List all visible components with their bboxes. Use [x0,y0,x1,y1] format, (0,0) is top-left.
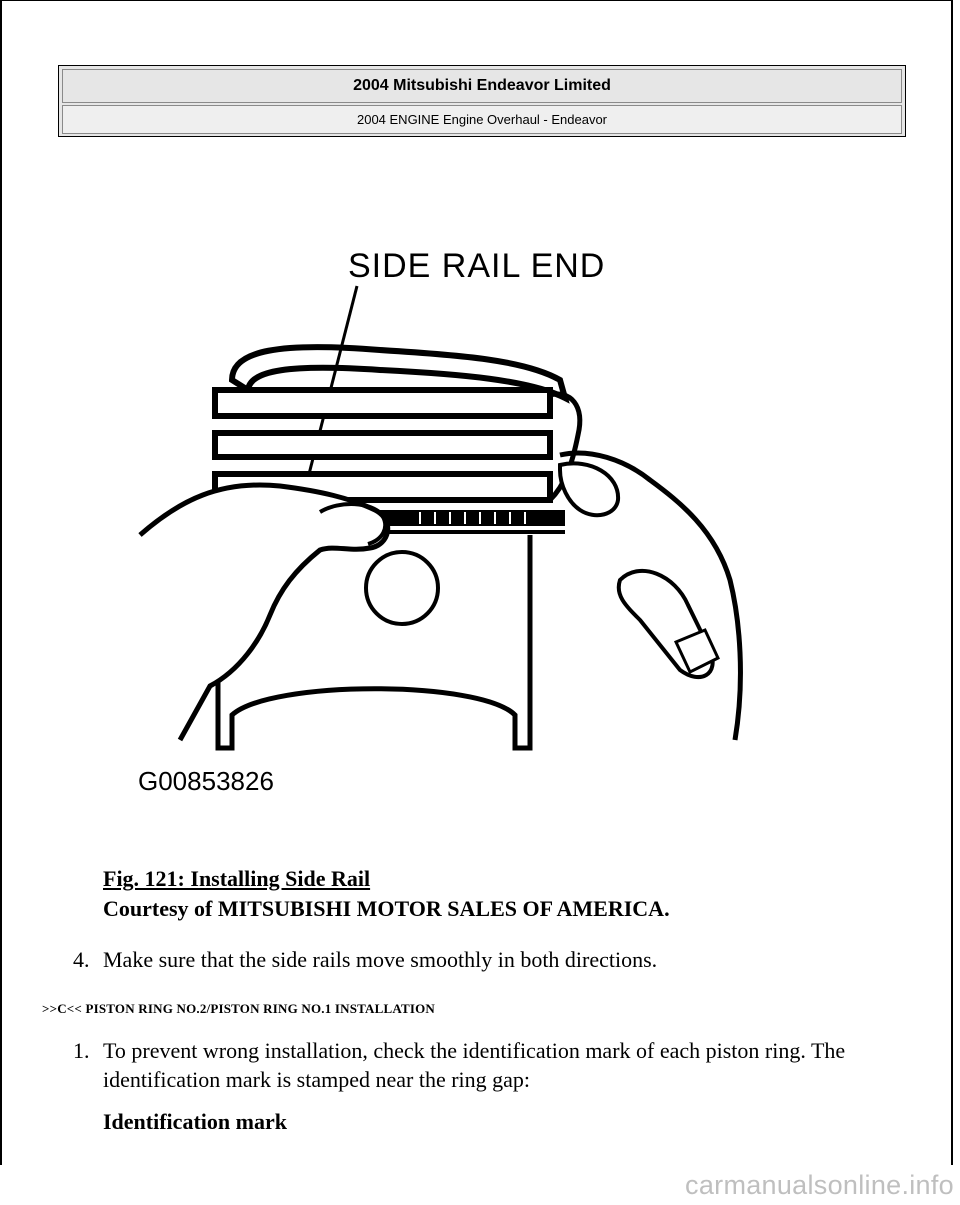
right-hand [559,450,743,741]
step-text: Make sure that the side rails move smoot… [103,947,658,972]
right-thumbnail [673,628,720,675]
watermark: carmanualsonline.info [685,1170,954,1200]
header-title: 2004 Mitsubishi Endeavor Limited [62,69,902,103]
figure-caption: Fig. 121: Installing Side Rail Courtesy … [103,864,670,924]
footer-band [0,1165,960,1205]
rail-2 [212,430,553,460]
step-number: 4. [73,947,90,972]
page-right-border [951,0,953,1165]
rail-1 [212,387,553,419]
piston-body [215,535,533,751]
figure-installing-side-rail: SIDE RAIL END [120,210,780,810]
right-finger [558,461,621,518]
caption-title[interactable]: Fig. 121: Installing Side Rail [103,866,371,891]
piston-pin-boss [364,550,440,626]
step-text: To prevent wrong installation, check the… [103,1038,846,1092]
sub-heading: Identification mark [103,1109,287,1134]
ring-coil-top [228,344,570,404]
caption-credit: Courtesy of MITSUBISHI MOTOR SALES OF AM… [103,896,670,921]
callout-label: SIDE RAIL END [348,247,605,285]
step-number: 1. [73,1038,90,1063]
section-heading: >>C<< PISTON RING NO.2/PISTON RING NO.1 … [42,1001,436,1016]
left-hand [138,482,391,742]
side-rail-illustration: SIDE RAIL END [138,247,743,796]
left-thumb [318,502,388,546]
page-top-border [0,0,953,1]
document-header: 2004 Mitsubishi Endeavor Limited 2004 EN… [58,65,906,137]
header-subtitle: 2004 ENGINE Engine Overhaul - Endeavor [62,105,902,134]
image-code: G00853826 [138,766,274,796]
page-left-border [0,0,2,1165]
